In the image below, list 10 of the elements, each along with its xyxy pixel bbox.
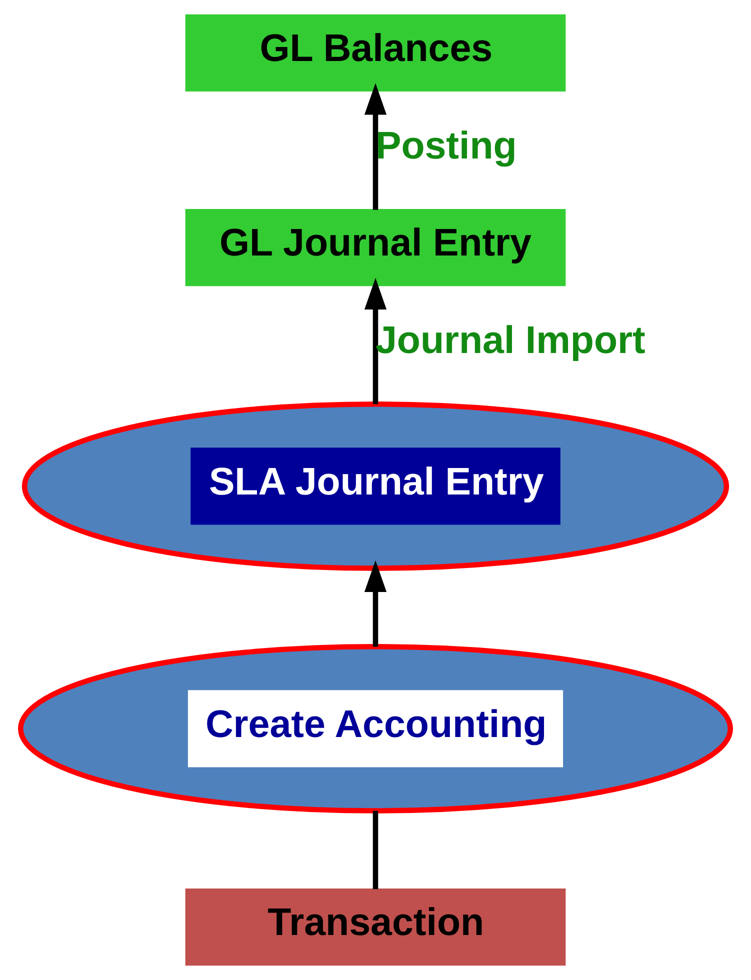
edge-label: Posting: [375, 124, 517, 168]
connector: [372, 810, 378, 890]
node-ellipse: Create Accounting: [18, 644, 734, 814]
node-box: Transaction: [185, 888, 566, 966]
node-box: GL Balances: [185, 14, 566, 92]
arrow: [364, 83, 387, 210]
arrow: [364, 560, 387, 647]
node-box: GL Journal Entry: [185, 208, 566, 286]
node-ellipse: SLA Journal Entry: [22, 401, 730, 571]
arrow: [364, 278, 387, 404]
